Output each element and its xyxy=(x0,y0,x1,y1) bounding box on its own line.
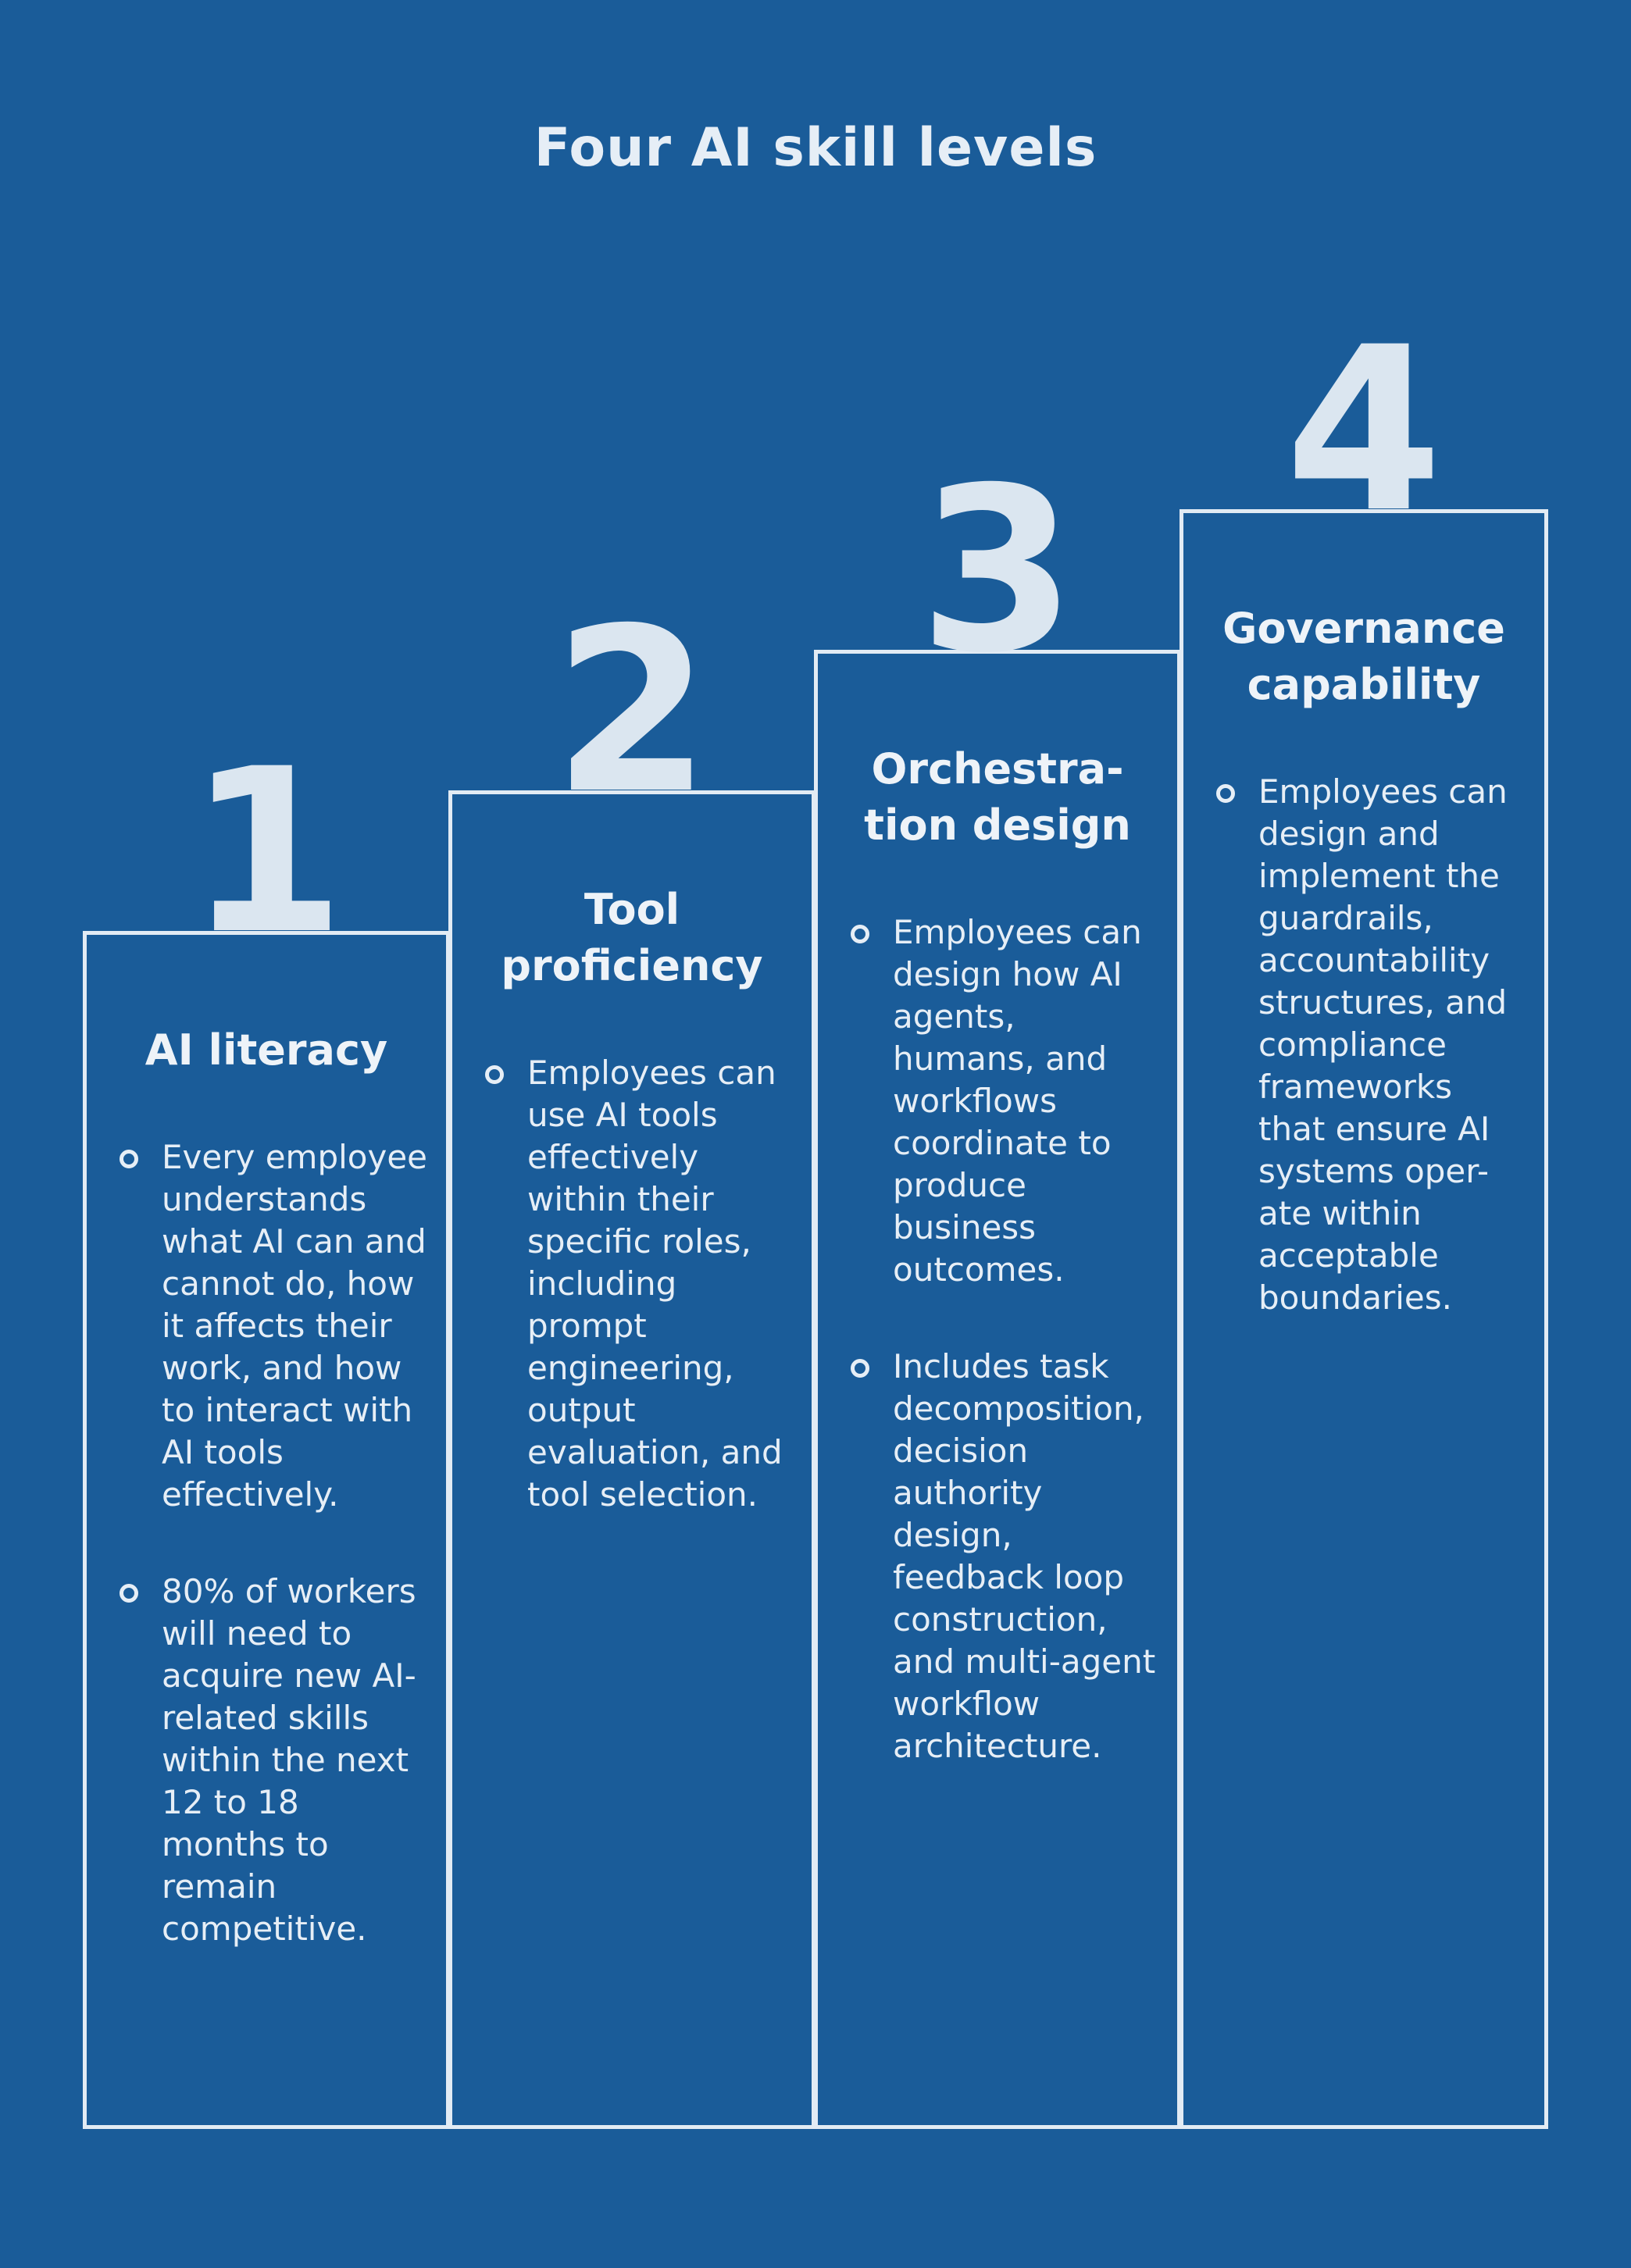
step-1-bullets: Every employee understands what AI can a… xyxy=(87,1136,446,2005)
list-item: Includes task decomposition, decision au… xyxy=(818,1346,1177,1767)
step-2-bullets: Employees can use AI tools effectively w… xyxy=(452,1052,812,1571)
step-1-bullet-1-text: Every employee understands what AI can a… xyxy=(162,1138,428,1514)
step-3-number: 3 xyxy=(919,440,1076,703)
bullet-circle-icon xyxy=(120,1584,138,1603)
step-1-box: 1 AI literacy Every employee understands… xyxy=(83,740,450,2129)
list-item: Employees can use AI tools effectively w… xyxy=(452,1052,812,1516)
step-3-box: 3 Orchestra-tion design Employees can de… xyxy=(814,458,1181,2129)
list-item: 80% of workers will need to acquire new … xyxy=(87,1571,446,1950)
step-1-bullet-2-text: 80% of workers will need to acquire new … xyxy=(162,1572,416,1948)
list-item: Every employee understands what AI can a… xyxy=(87,1136,446,1516)
step-3-bullet-1-text: Employees can design how AI agents, huma… xyxy=(893,913,1142,1289)
step-4-box: 4 Governance capability Employees can de… xyxy=(1180,318,1548,2129)
step-4-number: 4 xyxy=(1285,299,1443,562)
step-3-heading: Orchestra-tion design xyxy=(864,744,1131,850)
step-1-number: 1 xyxy=(187,721,345,984)
step-1-heading: AI literacy xyxy=(145,1025,388,1075)
step-4-bullet-1-text: Employees can design and implement the g… xyxy=(1258,772,1508,1317)
list-item: Employees can design how AI agents, huma… xyxy=(818,911,1177,1291)
step-2-number: 2 xyxy=(553,580,711,843)
bullet-circle-icon xyxy=(851,925,869,943)
bullet-circle-icon xyxy=(485,1065,504,1084)
list-item: Employees can design and implement the g… xyxy=(1183,771,1544,1319)
step-3-bullet-2-text: Includes task decomposition, decision au… xyxy=(893,1347,1156,1765)
diagram-title: Four AI skill levels xyxy=(534,117,1097,179)
step-4-bullets: Employees can design and implement the g… xyxy=(1183,771,1544,1374)
step-3-bullets: Employees can design how AI agents, huma… xyxy=(818,911,1177,1822)
step-2-box: 2 Tool proficiency Employees can use AI … xyxy=(448,599,816,2129)
bullet-circle-icon xyxy=(1216,784,1235,803)
bullet-circle-icon xyxy=(120,1150,138,1168)
step-2-heading: Tool proficiency xyxy=(501,885,763,990)
bullet-circle-icon xyxy=(851,1359,869,1378)
step-4-heading: Governance capability xyxy=(1222,604,1505,709)
step-2-bullet-1-text: Employees can use AI tools effectively w… xyxy=(527,1054,783,1514)
